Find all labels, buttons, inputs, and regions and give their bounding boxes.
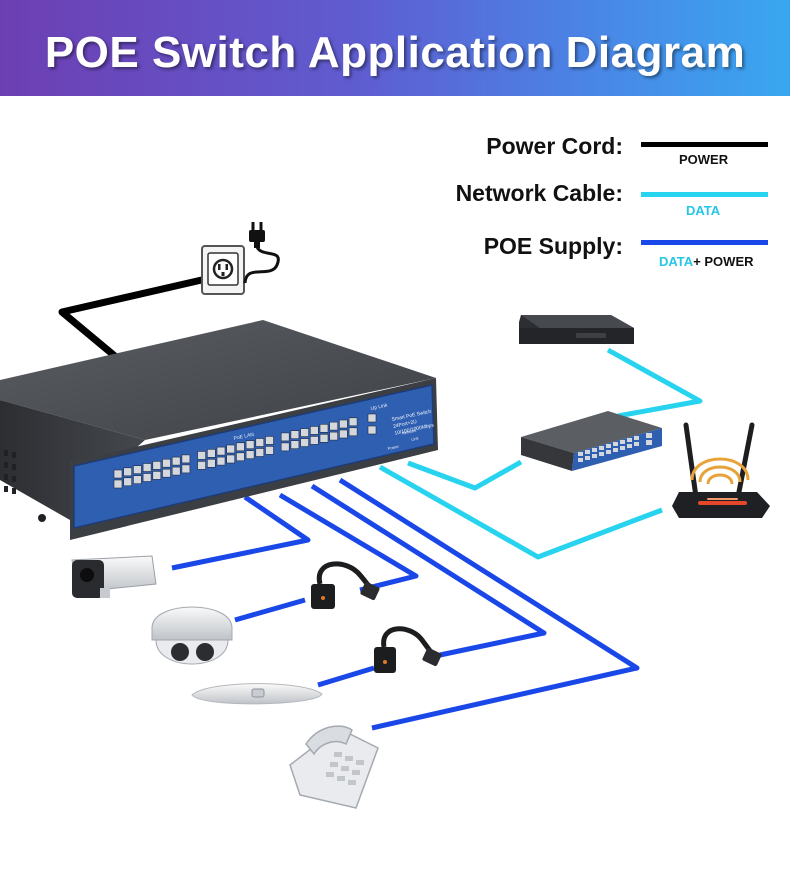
rj45-port-bottom bbox=[207, 458, 216, 468]
rj45-port-top bbox=[133, 465, 142, 475]
rj45-port-top bbox=[290, 430, 300, 440]
rj45-port-bottom bbox=[113, 479, 123, 489]
vent-slots bbox=[4, 450, 46, 522]
rj45-port-bottom bbox=[123, 477, 132, 487]
rj45-port-bottom bbox=[329, 431, 339, 441]
poe-cable-dome-camera bbox=[234, 597, 306, 623]
title-banner: POE Switch Application Diagram bbox=[0, 0, 790, 96]
poe-cables bbox=[171, 477, 640, 731]
rj45-port-bottom bbox=[255, 448, 265, 457]
power-cord bbox=[58, 275, 207, 360]
legend-tag-poe-power: + POWER bbox=[693, 254, 754, 269]
rj45-port-top bbox=[113, 469, 123, 479]
uplink-port bbox=[367, 413, 377, 423]
legend-line-network bbox=[641, 192, 768, 197]
rj45-port-bottom bbox=[236, 452, 245, 462]
network-cables bbox=[378, 347, 703, 560]
rj45-port-top bbox=[181, 454, 191, 464]
rj45-port-top bbox=[162, 458, 171, 468]
rj45-port-bottom bbox=[226, 454, 235, 464]
rj45-port-top bbox=[265, 436, 274, 445]
wireless-router bbox=[672, 422, 770, 518]
small-network-switch bbox=[519, 315, 634, 344]
poe-cable-phone bbox=[338, 477, 640, 731]
uplink-port bbox=[367, 425, 377, 435]
bullet-camera bbox=[71, 555, 157, 598]
rj45-port-bottom bbox=[280, 442, 290, 452]
rj45-port-bottom bbox=[319, 433, 329, 443]
rj45-port-top bbox=[197, 451, 206, 460]
rj45-port-bottom bbox=[162, 468, 171, 478]
rj45-port-top bbox=[319, 423, 329, 433]
network-cable-switch-to-router bbox=[378, 464, 663, 560]
rj45-port-bottom bbox=[152, 471, 162, 480]
rj45-port-top bbox=[300, 428, 309, 437]
switch-group-left-label: PoE LAN bbox=[233, 432, 255, 442]
rj45-port-top bbox=[142, 463, 152, 472]
poe-cable-injector-1 bbox=[278, 492, 419, 593]
rj45-port-top bbox=[207, 448, 216, 458]
switch-info-line-2: 24Port+2U bbox=[393, 419, 418, 430]
legend-tag-poe: DATA+ POWER bbox=[659, 254, 754, 269]
rj45-port-bottom bbox=[265, 446, 274, 455]
legend-line-poe bbox=[641, 240, 768, 245]
poe-injector-1 bbox=[311, 561, 380, 609]
rj45-port-bottom bbox=[245, 450, 255, 460]
switch-network-led-label: Network bbox=[401, 428, 416, 436]
rj45-port-bottom bbox=[216, 456, 226, 466]
legend-label-poe: POE Supply: bbox=[483, 233, 623, 259]
legend-label-power: Power Cord: bbox=[486, 133, 623, 159]
rj45-port-top bbox=[309, 426, 319, 435]
rj45-port-top bbox=[339, 419, 348, 429]
rj45-port-top bbox=[216, 446, 226, 456]
rj45-port-top bbox=[329, 421, 339, 431]
poe-cable-camera bbox=[171, 494, 311, 571]
rj45-port-bottom bbox=[133, 475, 142, 485]
legend-tag-network: DATA bbox=[686, 203, 721, 218]
rj45-port-top bbox=[280, 432, 290, 442]
rj45-port-bottom bbox=[290, 440, 300, 450]
legend-label-network: Network Cable: bbox=[455, 180, 623, 206]
rj45-port-top bbox=[123, 467, 132, 477]
legend-tag-power: POWER bbox=[679, 152, 729, 167]
rj45-port-bottom bbox=[348, 427, 358, 437]
rj45-port-top bbox=[255, 438, 265, 447]
rj45-port-bottom bbox=[309, 436, 319, 445]
rj45-port-bottom bbox=[300, 438, 309, 447]
legend-tag-poe-data: DATA bbox=[659, 254, 694, 269]
page-title: POE Switch Application Diagram bbox=[44, 28, 746, 77]
port-array bbox=[113, 413, 377, 489]
rj45-port-top bbox=[152, 461, 162, 470]
power-plug-icon bbox=[243, 222, 280, 284]
secondary-poe-switch bbox=[521, 411, 662, 471]
rj45-port-bottom bbox=[197, 461, 206, 470]
rj45-port-bottom bbox=[171, 466, 181, 476]
poe-cable-injector-2 bbox=[310, 483, 547, 658]
access-point bbox=[191, 683, 323, 705]
poe-injector-2 bbox=[374, 626, 442, 673]
rj45-port-bottom bbox=[339, 429, 348, 439]
switch-power-led-label: Power bbox=[387, 444, 400, 451]
rj45-port-top bbox=[236, 442, 245, 452]
rj45-port-top bbox=[245, 440, 255, 450]
switch-group-right-label: Up Link bbox=[370, 402, 388, 411]
rj45-port-top bbox=[171, 456, 181, 466]
rj45-port-bottom bbox=[142, 473, 152, 482]
dome-camera bbox=[151, 606, 233, 665]
poe-cable-access-point bbox=[317, 665, 375, 688]
legend-line-power bbox=[641, 142, 768, 147]
rj45-port-top bbox=[226, 444, 235, 454]
rj45-port-bottom bbox=[181, 464, 191, 474]
wall-outlet bbox=[201, 245, 245, 295]
network-cable-switch-to-small-switch bbox=[407, 459, 523, 491]
rj45-port-top bbox=[348, 417, 358, 427]
switch-led-labels: Power Link Network bbox=[387, 428, 419, 451]
switch-link-led-label: Link bbox=[411, 435, 419, 441]
ip-phone bbox=[289, 725, 379, 809]
network-cable-small-switch-to-modem bbox=[606, 347, 703, 419]
poe-switch: PoE LAN Up Link Smart PoE Switch 24Port+… bbox=[0, 320, 438, 540]
